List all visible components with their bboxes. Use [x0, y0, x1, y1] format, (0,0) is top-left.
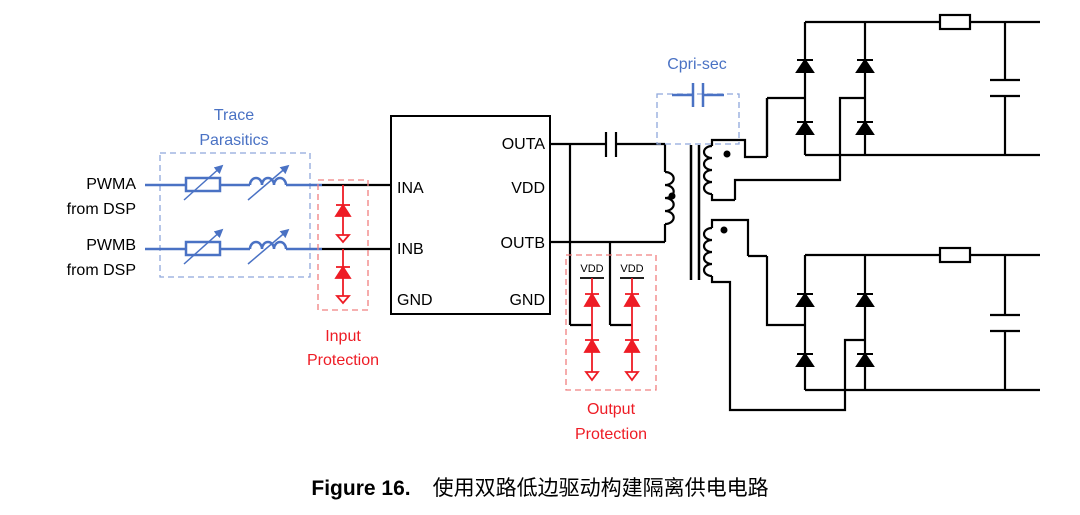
driver-ic — [390, 115, 551, 315]
figure-number: Figure 16. — [311, 477, 411, 500]
bridge-rectifier-1 — [733, 13, 1040, 200]
vdd-small-2: VDD — [620, 263, 643, 275]
figure-caption: Figure 16. 使用双路低边驱动构建隔离供电电路 — [0, 472, 1080, 502]
pwmb-from-label: from DSP — [67, 262, 136, 279]
trace-parasitics-box — [159, 152, 311, 278]
vdd-small-1: VDD — [580, 263, 603, 275]
schematic: PWMA from DSP PWMB from DSP Trace Parasi… — [67, 13, 1040, 443]
output-wires — [550, 132, 675, 327]
bridge-diodes-2 — [795, 292, 875, 367]
figure-title: 使用双路低边驱动构建隔离供电电路 — [432, 477, 769, 500]
pin-inb: INB — [397, 241, 424, 258]
cprisec-box — [656, 93, 740, 145]
input-protection-label-2: Protection — [307, 352, 379, 369]
input-protection-label-1: Input — [325, 328, 361, 345]
cprisec-capacitor — [672, 83, 724, 107]
bridge-rectifier-2 — [803, 246, 1040, 392]
resistor-variable-arrow-a — [183, 164, 224, 201]
pin-ina: INA — [397, 180, 424, 197]
secondary-dot-2 — [720, 226, 728, 234]
resistor-variable-arrow-b — [183, 228, 224, 265]
pin-gnd-right: GND — [509, 292, 545, 309]
pwma-trace — [145, 176, 322, 193]
inductor-variable-arrow-b — [247, 228, 290, 265]
parasitics-label: Parasitics — [199, 132, 268, 149]
bridge-diodes-1 — [795, 58, 875, 135]
pin-outa: OUTA — [502, 136, 546, 153]
trace-label: Trace — [214, 107, 254, 124]
primary-dot — [668, 192, 676, 200]
cprisec-label: Cpri-sec — [667, 56, 727, 73]
pwma-label: PWMA — [86, 176, 136, 193]
secondary-dot-1 — [723, 150, 731, 158]
pin-vdd: VDD — [511, 180, 545, 197]
pwma-from-label: from DSP — [67, 201, 136, 218]
output-protection-diodes — [580, 277, 644, 382]
pin-gnd-left: GND — [397, 292, 433, 309]
output-protection-box — [565, 254, 657, 391]
pin-outb: OUTB — [501, 235, 545, 252]
inductor-variable-arrow-a — [247, 164, 290, 201]
pwmb-label: PWMB — [86, 237, 136, 254]
input-protection-box — [317, 179, 369, 311]
secondary-winding-2 — [702, 218, 865, 412]
output-protection-label-1: Output — [587, 401, 636, 418]
transformer-core — [689, 145, 701, 280]
output-protection-label-2: Protection — [575, 426, 647, 443]
secondary-winding-1 — [702, 96, 805, 202]
input-wires — [322, 183, 392, 251]
pwmb-trace — [145, 240, 322, 257]
input-protection-diodes — [334, 185, 352, 305]
